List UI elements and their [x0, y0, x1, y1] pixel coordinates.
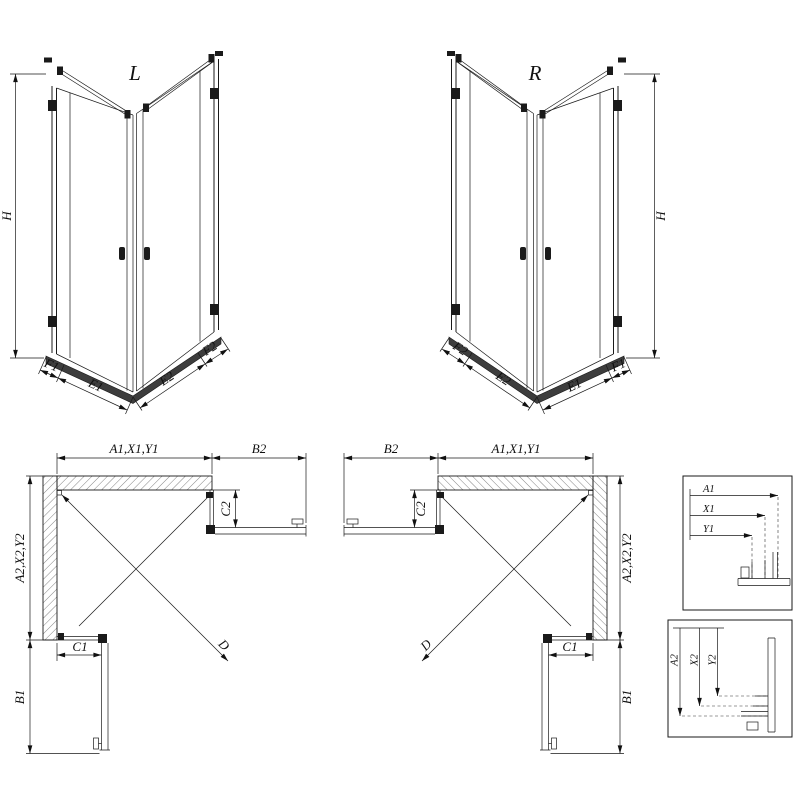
dim-label-e1: E1 — [85, 375, 105, 395]
detail-frame — [667, 619, 793, 738]
profile-section — [737, 552, 791, 586]
view-title-right: R — [528, 61, 542, 85]
dim-label-f2: F2 — [198, 338, 220, 359]
dim-label-e2: E2 — [155, 368, 177, 389]
dim-label-x2: X2 — [690, 653, 701, 666]
detail-box-horizontal-dims: A1 X1 Y1 — [682, 475, 793, 611]
detail-frame — [682, 475, 793, 611]
dim-label-c1: C1 — [562, 639, 577, 654]
dim-label-e2: E2 — [493, 367, 515, 388]
profile-section — [741, 637, 776, 733]
iso-view-right-labels: R H F2 E2 E1 F1 — [450, 61, 668, 395]
dim-label-y1: Y1 — [703, 524, 714, 535]
dim-label-f2: F2 — [450, 337, 472, 358]
dim-label-a2x2y2: A2,X2,Y2 — [619, 533, 634, 584]
dim-label-b2: B2 — [252, 441, 267, 456]
dim-label-x1: X1 — [702, 504, 715, 515]
dim-label-a2x2y2: A2,X2,Y2 — [12, 533, 27, 584]
dim-label-e1: E1 — [563, 375, 583, 395]
detail-box-vertical-dims: A2 X2 Y2 — [667, 619, 793, 738]
dim-label-a1x1y1: A1,X1,Y1 — [490, 441, 540, 456]
dim-label-h: H — [653, 211, 668, 222]
dim-label-y2: Y2 — [708, 654, 719, 666]
dim-label-c2: C2 — [218, 501, 233, 517]
dim-label-a1x1y1: A1,X1,Y1 — [108, 441, 158, 456]
dim-label-f1: F1 — [41, 355, 61, 375]
dim-label-a2: A2 — [670, 653, 681, 666]
dim-label-c1: C1 — [72, 639, 87, 654]
iso-view-left-labels: L H F1 E1 E2 F2 — [0, 61, 220, 395]
dim-label-h: H — [0, 211, 14, 222]
dim-label-b1: B1 — [619, 690, 634, 704]
dim-label-b2: B2 — [384, 441, 399, 456]
plan-view-left-labels: A1,X1,Y1 B2 C2 A2,X2,Y2 B1 C1 D — [12, 441, 267, 704]
plan-view-right-labels: B2 A1,X1,Y1 C2 A2,X2,Y2 B1 C1 D — [384, 441, 634, 704]
dim-label-a1: A1 — [702, 484, 715, 495]
dim-label-b1: B1 — [12, 690, 27, 704]
view-title-left: L — [128, 61, 141, 85]
dim-label-c2: C2 — [413, 501, 428, 517]
dim-label-f1: F1 — [608, 355, 628, 375]
